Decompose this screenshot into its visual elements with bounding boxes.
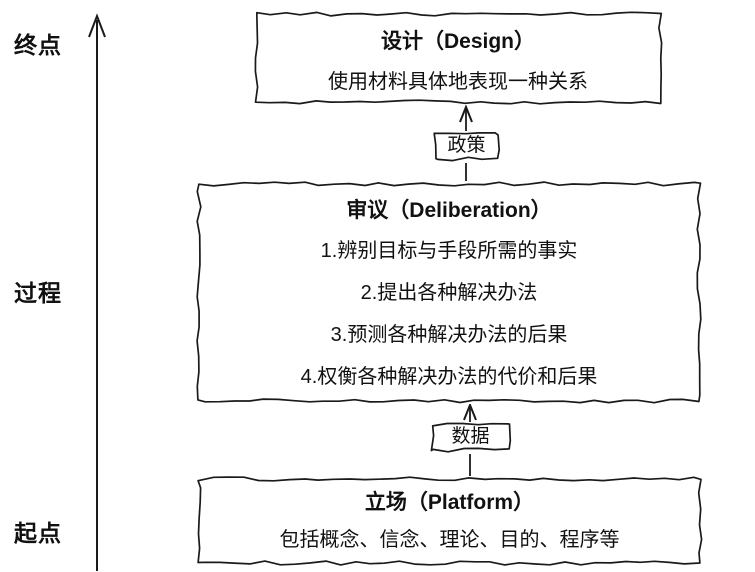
axis-label-end: 终点 [14, 32, 62, 58]
deliberation-item: 3.预测各种解决办法的后果 [330, 324, 568, 346]
deliberation-item: 2.提出各种解决办法 [360, 282, 538, 304]
policy-box: 政策 [432, 131, 501, 162]
axis-arrowhead-icon [88, 13, 106, 38]
data-label: 数据 [451, 426, 490, 447]
design-box: 设计（Design） 使用材料具体地表现一种关系 [253, 11, 663, 105]
design-body: 使用材料具体地表现一种关系 [328, 71, 588, 93]
design-title: 设计（Design） [380, 30, 535, 53]
policy-arrowhead-icon [459, 104, 473, 123]
data-box: 数据 [429, 422, 512, 453]
deliberation-items: 1.辨别目标与手段所需的事实 2.提出各种解决办法 3.预测各种解决办法的后果 … [196, 230, 702, 398]
data-arrowhead-icon [463, 402, 477, 421]
axis-label-start: 起点 [14, 520, 62, 546]
platform-box: 立场（Platform） 包括概念、信念、理论、目的、程序等 [196, 476, 703, 566]
axis-label-process: 过程 [14, 280, 62, 306]
deliberation-title: 审议（Deliberation） [346, 199, 552, 222]
policy-label: 政策 [447, 135, 486, 156]
platform-body: 包括概念、信念、理论、目的、程序等 [279, 529, 620, 551]
deliberation-item: 4.权衡各种解决办法的代价和后果 [300, 366, 598, 388]
deliberation-box: 审议（Deliberation） 1.辨别目标与手段所需的事实 2.提出各种解决… [196, 181, 702, 404]
deliberation-item: 1.辨别目标与手段所需的事实 [320, 240, 578, 262]
platform-title: 立场（Platform） [364, 491, 535, 514]
